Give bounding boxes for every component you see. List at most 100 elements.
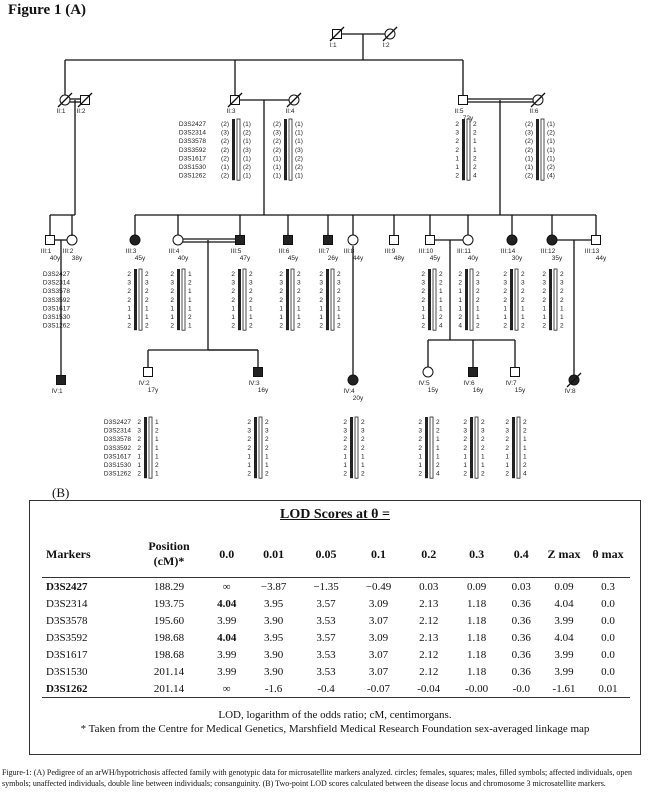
allele-left: 2 <box>455 121 459 128</box>
haplotype-bar <box>286 269 289 331</box>
haplotype-bar <box>232 119 235 181</box>
allele-left: 2 <box>418 419 422 426</box>
allele-right: (1) <box>295 138 303 145</box>
zmax-cell: 3.99 <box>554 614 574 627</box>
id-iii10: III:10 <box>419 248 434 255</box>
marker-label: D3S3592 <box>104 445 131 452</box>
thetamax-cell: 0.0 <box>601 597 615 610</box>
lod-value-cell: 2.13 <box>419 631 439 644</box>
lod-value-cell: 3.95 <box>263 597 284 610</box>
age-iv3: 16y <box>258 387 269 394</box>
allele-right: (1) <box>243 138 251 145</box>
allele-left: 2 <box>343 419 347 426</box>
thetamax-cell: 0.0 <box>601 614 615 627</box>
lod-value-cell: 3.53 <box>316 665 336 678</box>
id-ii3: II:3 <box>226 108 235 115</box>
haplotype-bar <box>462 119 465 181</box>
allele-left: 2 <box>279 297 283 304</box>
marker-label: D3S3578 <box>104 436 131 443</box>
allele-right: 2 <box>523 462 527 469</box>
lod-value-cell: −1.35 <box>313 580 339 593</box>
allele-left: 3 <box>319 280 323 287</box>
id-ii2: II:2 <box>76 108 85 115</box>
allele-right: (1) <box>547 121 555 128</box>
allele-right: 1 <box>560 305 564 312</box>
allele-right: 2 <box>523 428 527 435</box>
lod-table-title: LOD Scores at θ = <box>280 507 390 522</box>
thetamax-cell: 0.0 <box>601 665 615 678</box>
female-symbol-iii12 <box>546 234 558 246</box>
allele-right: 2 <box>523 419 527 426</box>
allele-left: 1 <box>463 462 467 469</box>
allele-right: 2 <box>439 271 443 278</box>
marker-label: D3S1262 <box>104 471 131 478</box>
id-iv7: IV:7 <box>505 380 517 387</box>
haplotype-bar <box>326 269 329 331</box>
header-theta-0: 0.0 <box>206 531 248 578</box>
lod-value-cell: 1.18 <box>466 597 487 610</box>
allele-right: 2 <box>481 419 485 426</box>
lod-value-cell: 3.07 <box>368 648 389 661</box>
marker-label: D3S2427 <box>179 121 206 128</box>
allele-left: 2 <box>231 271 235 278</box>
marker-label: D3S1530 <box>179 164 206 171</box>
age-iv2: 17y <box>148 387 159 394</box>
age-iii1: 40y <box>50 255 61 262</box>
allele-right: (1) <box>547 147 555 154</box>
allele-right: 2 <box>155 428 159 435</box>
allele-left: 3 <box>137 428 141 435</box>
allele-left: 2 <box>463 471 467 478</box>
allele-left: 2 <box>319 297 323 304</box>
haplotype-bar <box>465 269 468 331</box>
allele-right: 4 <box>439 323 443 330</box>
lod-value-cell: 3.53 <box>316 614 336 627</box>
haplotype-bar <box>512 417 515 479</box>
allele-left: 1 <box>247 462 251 469</box>
allele-left: (1) <box>525 164 533 171</box>
female-symbol-iii2 <box>66 234 78 246</box>
allele-left: 2 <box>231 323 235 330</box>
lod-value-cell: 2.12 <box>419 614 439 627</box>
allele-right: 2 <box>361 419 365 426</box>
deceased-slash <box>57 92 73 108</box>
allele-left: 2 <box>458 271 462 278</box>
haplotype-bar <box>242 268 247 331</box>
female-symbol-iv5 <box>422 366 434 378</box>
allele-right: 2 <box>337 288 341 295</box>
haplotype-bar <box>350 417 353 479</box>
allele-left: 1 <box>170 314 174 321</box>
female-symbol-iii11 <box>462 234 474 246</box>
allele-right: 1 <box>476 314 480 321</box>
position-cell: 193.75 <box>153 597 185 610</box>
haplotype-bar <box>429 416 434 479</box>
haplotype-bar <box>425 417 428 479</box>
id-ii1: II:1 <box>56 108 65 115</box>
allele-right: 1 <box>155 436 159 443</box>
haplotype-bar <box>514 268 519 331</box>
allele-right: 2 <box>473 121 477 128</box>
deceased-slash <box>227 92 243 108</box>
allele-left: 2 <box>421 297 425 304</box>
allele-left: 2 <box>503 271 507 278</box>
allele-left: 1 <box>455 164 459 171</box>
age-iii11: 40y <box>468 255 479 262</box>
header-thetamax: θ max <box>586 531 630 578</box>
lod-value-cell: -0.04 <box>404 680 453 698</box>
allele-left: 2 <box>137 419 141 426</box>
haplotype-bar <box>474 416 479 479</box>
allele-left: 2 <box>231 288 235 295</box>
allele-right: (1) <box>295 130 303 137</box>
haplotype-bar <box>254 417 257 479</box>
allele-right: 1 <box>523 436 527 443</box>
lod-value-cell: 0.36 <box>511 665 531 678</box>
allele-left: 2 <box>279 288 283 295</box>
id-iv6: IV:6 <box>463 380 475 387</box>
allele-left: 2 <box>170 297 174 304</box>
allele-right: (1) <box>295 121 303 128</box>
age-iii10: 45y <box>430 255 441 262</box>
lod-table-box: LOD Scores at θ = Markers Position (cM)*… <box>29 500 641 755</box>
allele-right: 2 <box>249 323 253 330</box>
allele-left: 1 <box>458 288 462 295</box>
section-b-label: (B) <box>52 485 70 500</box>
allele-right: (1) <box>295 173 303 180</box>
